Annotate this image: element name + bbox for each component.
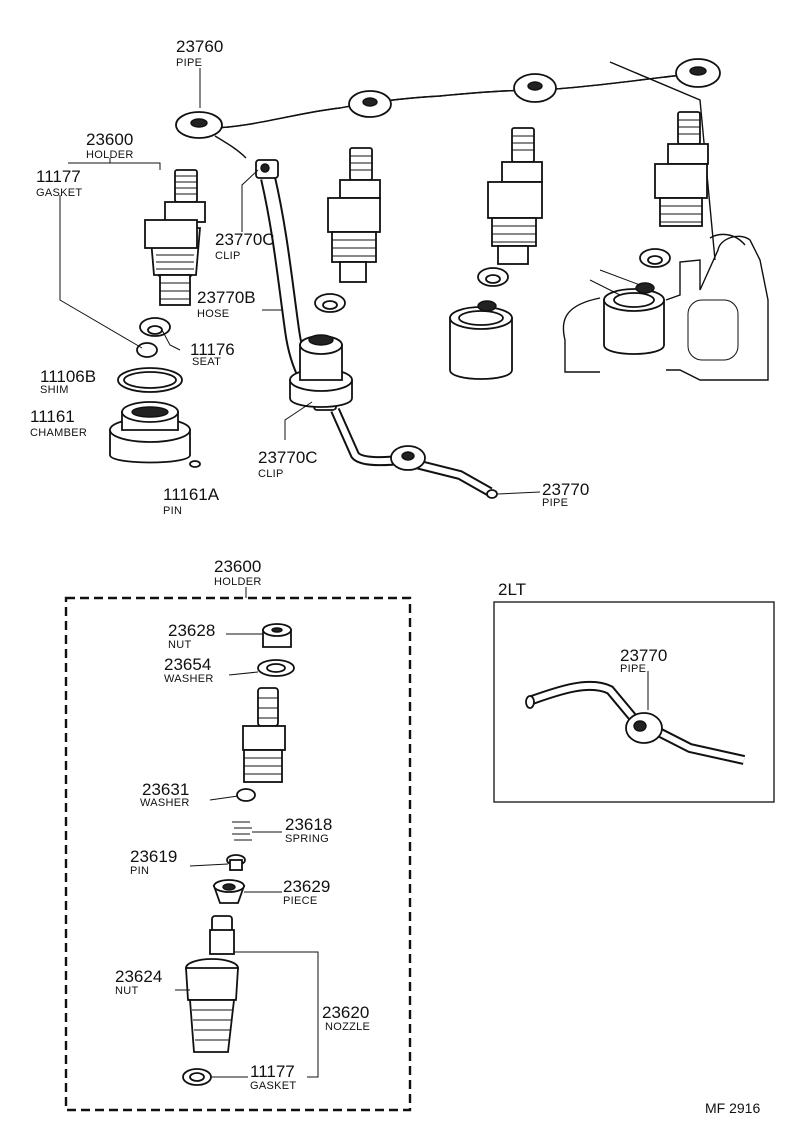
ex-23629-num: 23629 <box>283 877 330 896</box>
inset-2lt: 2LT 23770 PIPE <box>493 580 775 803</box>
exploded-title-num: 23600 <box>214 557 261 576</box>
exploded-parts-drawing <box>182 623 295 1086</box>
injector-4-drawing <box>654 111 709 227</box>
ex-23620-label: NOZZLE <box>325 1021 370 1033</box>
ex-23631-label: WASHER <box>140 797 190 809</box>
ex-23624-label: NUT <box>115 985 139 997</box>
ex-23624-num: 23624 <box>115 967 162 986</box>
injector-2-drawing <box>327 147 381 283</box>
injector-left-drawing <box>144 169 206 306</box>
callout-23600-num: 23600 <box>86 130 133 149</box>
inset-callout-label: PIPE <box>620 663 646 675</box>
chamber-left-drawing <box>109 367 201 468</box>
ex-11177-label: GASKET <box>250 1080 296 1092</box>
callout-23770c-num: 23770C <box>215 230 275 249</box>
callout-11177-num: 11177 <box>36 167 81 186</box>
callout-23770c-label: CLIP <box>215 250 241 262</box>
injector-seats-drawing <box>136 248 671 358</box>
injector-3-drawing <box>487 127 543 265</box>
exploded-title-label: HOLDER <box>214 576 262 588</box>
callout-11177-label: GASKET <box>36 187 82 199</box>
callout-23770c-2-label: CLIP <box>258 468 284 480</box>
exploded-holder-box: 23600 HOLDER <box>64 557 412 1112</box>
callout-23760-num: 23760 <box>176 37 223 56</box>
callout-23770c-2-num: 23770C <box>258 448 318 467</box>
ex-23619-label: PIN <box>130 865 149 877</box>
ex-23654-label: WASHER <box>164 673 214 685</box>
callout-11106b-label: SHIM <box>40 384 69 396</box>
ex-23619-num: 23619 <box>130 847 177 866</box>
callout-11161-label: CHAMBER <box>30 427 87 439</box>
ex-23618-num: 23618 <box>285 815 332 834</box>
exploded-leaders <box>175 633 319 1078</box>
callout-23770b-label: HOSE <box>197 308 229 320</box>
callout-11176-label: SEAT <box>192 356 221 368</box>
ex-11177-num: 11177 <box>250 1062 295 1081</box>
ex-23628-num: 23628 <box>168 621 215 640</box>
injection-pipe-drawing <box>175 58 721 261</box>
callout-23760-label: PIPE <box>176 57 202 69</box>
callout-11106b-num: 11106B <box>40 367 96 386</box>
inset-title: 2LT <box>498 580 526 599</box>
inset-callout-num: 23770 <box>620 646 667 665</box>
leakoff-pipe-drawing <box>330 407 498 499</box>
cylinder-head-drawing <box>562 233 769 381</box>
callout-23770-label: PIPE <box>542 497 568 509</box>
callout-11161a-num: 11161A <box>163 485 220 504</box>
ex-23628-label: NUT <box>168 639 192 651</box>
callout-23770b-num: 23770B <box>197 288 256 307</box>
callout-11161a-label: PIN <box>163 505 182 517</box>
exploded-callout-texts: 23628 NUT 23654 WASHER 23631 WASHER 2361… <box>115 621 370 1092</box>
ex-23620-num: 23620 <box>322 1003 369 1022</box>
ex-23618-label: SPRING <box>285 833 329 845</box>
upper-callout-texts: 23760 PIPE 23600 HOLDER 11177 GASKET 237… <box>30 37 589 517</box>
callout-23770-num: 23770 <box>542 480 589 499</box>
callout-11161-num: 11161 <box>30 407 75 426</box>
ex-23654-num: 23654 <box>164 655 211 674</box>
upper-leaders <box>59 68 541 495</box>
ex-23631-num: 23631 <box>142 780 189 799</box>
callout-11176-num: 11176 <box>190 340 235 359</box>
ex-23629-label: PIECE <box>283 895 318 907</box>
chamber-row-drawing <box>289 282 665 408</box>
diagram-code: MF 2916 <box>705 1100 760 1116</box>
callout-23600-label: HOLDER <box>86 149 134 161</box>
